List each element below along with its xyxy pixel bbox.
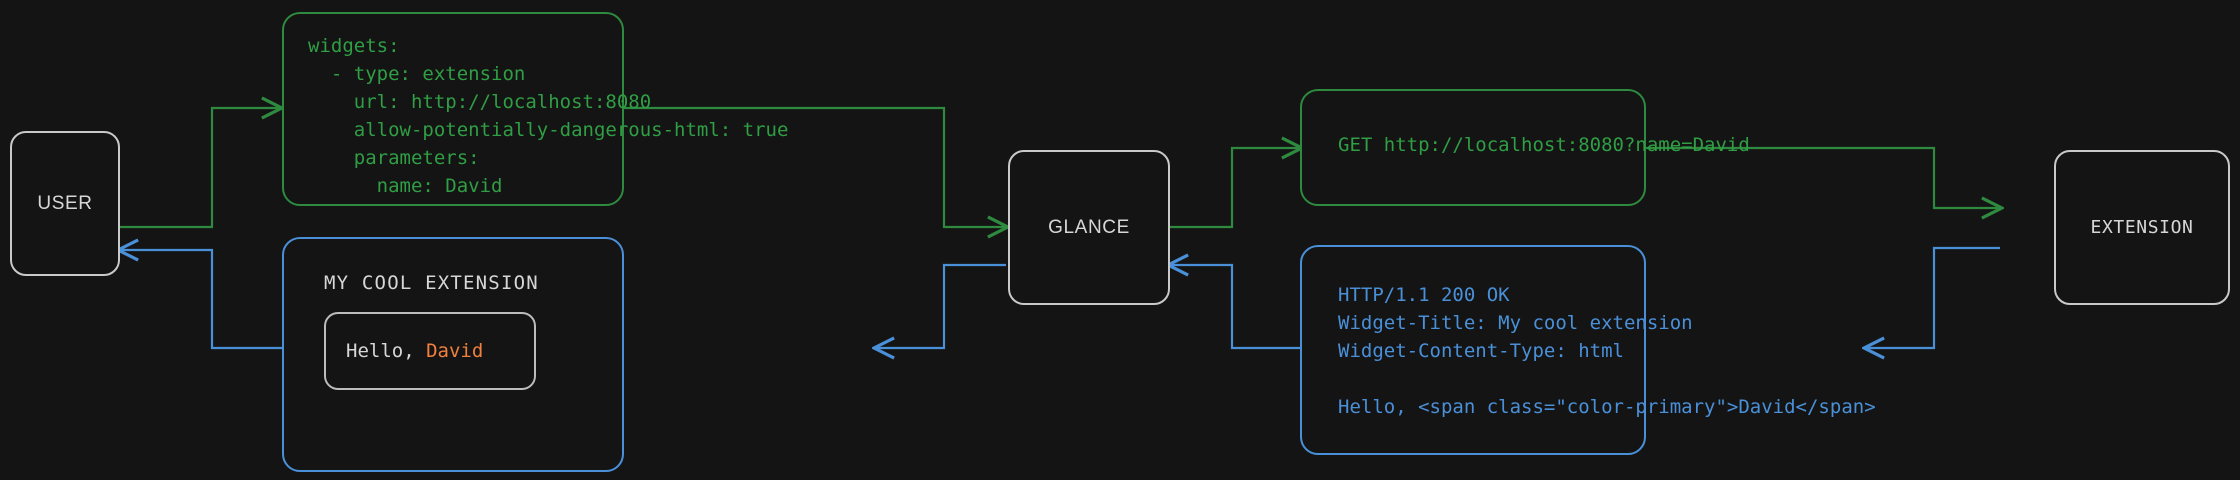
message-http-request: GET http://localhost:8080?name=David bbox=[1300, 89, 1750, 206]
wire-extension-to-response bbox=[1866, 246, 2000, 348]
card-name-accent: David bbox=[426, 340, 484, 362]
wire-widget-to-user bbox=[120, 250, 282, 350]
message-config-yaml: widgets: - type: extension url: http://l… bbox=[282, 12, 789, 206]
config-yaml-text: widgets: - type: extension url: http://l… bbox=[308, 35, 789, 197]
wire-user-to-config bbox=[120, 108, 280, 229]
rendered-widget-card: Hello, David bbox=[324, 312, 536, 390]
message-rendered-widget: MY COOL EXTENSION Hello, David bbox=[282, 237, 624, 472]
http-response-text: HTTP/1.1 200 OK Widget-Title: My cool ex… bbox=[1338, 284, 1876, 418]
message-http-response: HTTP/1.1 200 OK Widget-Title: My cool ex… bbox=[1300, 245, 1876, 455]
wire-response-to-glance bbox=[1170, 265, 1300, 350]
wire-request-to-extension bbox=[1646, 146, 2000, 208]
node-extension-label: EXTENSION bbox=[2090, 217, 2194, 238]
http-request-text: GET http://localhost:8080?name=David bbox=[1338, 134, 1750, 156]
node-glance[interactable]: GLANCE bbox=[1008, 150, 1170, 305]
node-user-label: USER bbox=[37, 192, 93, 214]
wire-glance-to-widget bbox=[876, 263, 1006, 348]
card-greeting: Hello, bbox=[346, 340, 427, 362]
node-glance-label: GLANCE bbox=[1048, 216, 1130, 238]
rendered-widget-card-text: Hello, David bbox=[346, 340, 483, 362]
node-extension[interactable]: EXTENSION bbox=[2054, 150, 2230, 305]
rendered-widget-title: MY COOL EXTENSION bbox=[324, 272, 539, 294]
node-user[interactable]: USER bbox=[10, 131, 120, 276]
wire-glance-to-request bbox=[1170, 148, 1300, 229]
